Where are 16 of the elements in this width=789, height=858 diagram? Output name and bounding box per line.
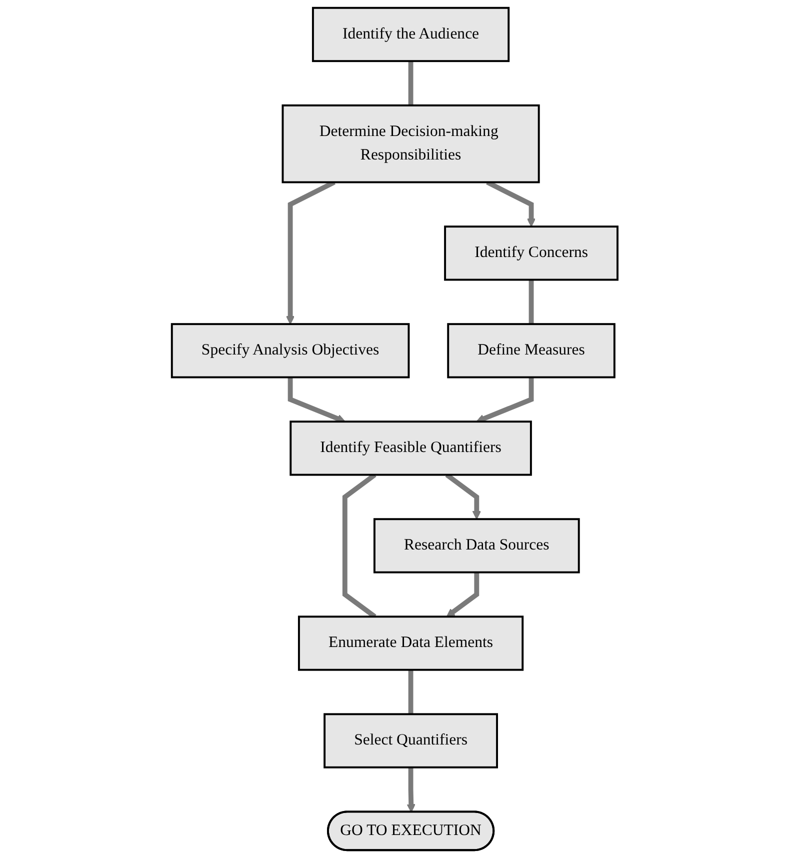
node-box: Specify Analysis Objectives xyxy=(170,323,410,378)
connector xyxy=(408,61,414,106)
arrow xyxy=(288,377,346,423)
node-box: Identify Concerns xyxy=(444,226,618,281)
node-box: Enumerate Data Elements xyxy=(298,616,524,671)
node-box: Identify Feasible Quantifiers xyxy=(289,420,532,476)
connector xyxy=(528,280,534,324)
node-box: Select Quantifiers xyxy=(323,713,498,768)
arrow xyxy=(476,377,534,423)
node-box: Determine Decision-making Responsibilities xyxy=(282,104,540,184)
node-box: Research Data Sources xyxy=(373,518,580,574)
node-box: Define Measures xyxy=(446,323,616,378)
arrow xyxy=(446,572,479,618)
connector xyxy=(408,670,414,714)
node-box: Identify the Audience xyxy=(312,6,510,62)
arrow xyxy=(406,767,416,813)
